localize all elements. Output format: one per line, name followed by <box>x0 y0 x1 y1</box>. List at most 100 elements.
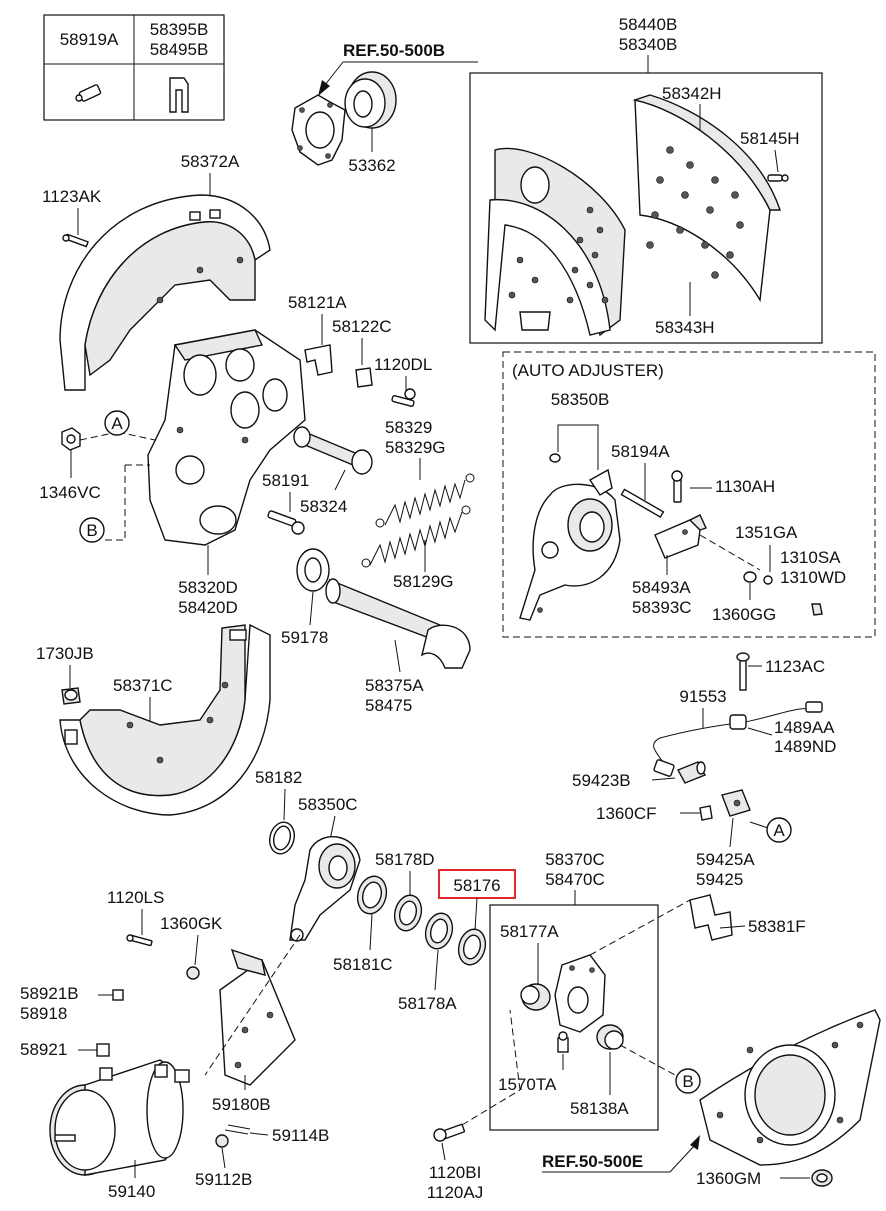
callout-b-upper <box>79 517 105 543</box>
table-col1-label: 58919A <box>60 30 119 49</box>
label-58194A: 58194A <box>611 442 670 461</box>
dust-shield-upper-part <box>59 194 271 391</box>
sleeve-59423B-part <box>677 761 706 784</box>
label-58493A: 58493A <box>632 578 691 597</box>
bolt-1120BI-part <box>433 1123 466 1142</box>
ref-bottom-label: REF.50-500E <box>542 1152 643 1171</box>
label-58440B: 58440B <box>619 15 678 34</box>
nut-59112B-part <box>215 1134 229 1148</box>
label-59112B: 59112B <box>195 1170 252 1189</box>
grommet-1730JB-part <box>61 687 81 705</box>
label-58921B: 58921B <box>20 984 79 1003</box>
table-col2-label-2: 58495B <box>150 40 209 59</box>
auto-adjuster-title: (AUTO ADJUSTER) <box>512 361 664 380</box>
label-1570TA: 1570TA <box>498 1075 557 1094</box>
bushing-58138A-part <box>596 1024 624 1050</box>
clip-icon <box>169 77 189 113</box>
label-1123AK: 1123AK <box>42 187 102 206</box>
brake-lining-part <box>632 94 781 303</box>
washer-1360GM-part <box>811 1169 833 1187</box>
bracket-59180B-part <box>219 948 296 1086</box>
label-58381F: 58381F <box>748 917 806 936</box>
label-58145H: 58145H <box>740 129 800 148</box>
label-58342H: 58342H <box>662 84 722 103</box>
seal-58181C-part <box>356 875 388 915</box>
block-59425A-part <box>721 789 751 817</box>
ref-top-label: REF.50-500B <box>343 41 445 60</box>
callout-a-lower-label: A <box>773 821 785 840</box>
brake-shoe-box <box>469 72 823 344</box>
nut-1360CF-part <box>699 805 713 821</box>
label-58181C: 58181C <box>333 955 393 974</box>
bushing-58177A-part <box>520 983 551 1011</box>
label-58393C: 58393C <box>632 598 692 617</box>
bolt-58191-part <box>267 510 305 535</box>
label-1489AA: 1489AA <box>774 718 835 737</box>
label-1120AJ: 1120AJ <box>427 1183 483 1202</box>
label-58370C: 58370C <box>545 850 605 869</box>
callout-b-upper-label: B <box>86 521 97 540</box>
label-58375A: 58375A <box>365 676 424 695</box>
label-58475: 58475 <box>365 696 412 715</box>
brake-spider-part <box>147 329 306 546</box>
part-table: 58919A 58395B 58495B <box>43 14 225 121</box>
label-59180B: 59180B <box>212 1095 271 1114</box>
nut-1360GK-part <box>186 966 200 980</box>
label-1310WD: 1310WD <box>780 568 846 587</box>
bearing-part <box>344 71 397 129</box>
ref-bottom-arrow <box>690 1135 700 1150</box>
brake-shoe-part <box>484 147 626 337</box>
bolt-1123AK-part <box>62 233 89 248</box>
dust-shield-lower-part <box>59 623 271 816</box>
label-58177A: 58177A <box>500 922 559 941</box>
label-1360GM: 1360GM <box>696 1169 761 1188</box>
label-58121A: 58121A <box>288 293 347 312</box>
plug-58350B-part <box>549 453 561 463</box>
spring-58129G-part <box>361 505 471 568</box>
label-1120BI: 1120BI <box>429 1163 482 1182</box>
ref-top: REF.50-500B <box>318 41 478 96</box>
callout-a-upper <box>104 410 130 436</box>
pin-59114B-part <box>224 1124 251 1135</box>
ref-top-arrow <box>318 80 330 96</box>
fitting-58921-part <box>96 1043 110 1057</box>
label-58470C: 58470C <box>545 870 605 889</box>
callout-b-lower <box>675 1068 701 1094</box>
label-58350C: 58350C <box>298 795 358 814</box>
bolt-1130AH-part <box>671 470 683 503</box>
label-1120DL: 1120DL <box>374 355 432 374</box>
bracket-58370C-part <box>554 954 606 1033</box>
callout-b-lower-label: B <box>682 1072 693 1091</box>
snap-ring-58182-part <box>268 821 296 855</box>
slack-adjuster-part <box>289 836 361 942</box>
label-58176-highlighted: 58176 <box>453 876 500 895</box>
seal-58176-part <box>457 928 487 966</box>
label-1360GG: 1360GG <box>712 605 776 624</box>
label-59425: 59425 <box>696 870 743 889</box>
bolt-1120LS-part <box>126 934 153 947</box>
label-1346VC: 1346VC <box>39 483 100 502</box>
label-58329: 58329 <box>385 418 432 437</box>
callout-a-upper-label: A <box>111 414 123 433</box>
label-1360GK: 1360GK <box>160 914 223 933</box>
grease-nipple-icon <box>75 84 102 102</box>
label-58343H: 58343H <box>655 318 715 337</box>
rivet-part <box>767 174 789 182</box>
label-1130AH: 1130AH <box>715 477 775 496</box>
label-58420D: 58420D <box>178 598 238 617</box>
washer-59178-part <box>296 548 330 592</box>
abs-sensor-part <box>653 701 823 777</box>
rod-58194A-part <box>620 488 665 519</box>
anchor-pin-part <box>293 426 373 475</box>
label-58340B: 58340B <box>619 35 678 54</box>
label-59140: 59140 <box>108 1182 155 1201</box>
label-1489ND: 1489ND <box>774 737 836 756</box>
label-1123AC: 1123AC <box>765 657 825 676</box>
label-58918: 58918 <box>20 1004 67 1023</box>
label-58324: 58324 <box>300 497 347 516</box>
bolt-1123AC-part <box>736 652 750 691</box>
hub-flange-part <box>291 94 346 166</box>
label-1310SA: 1310SA <box>780 548 841 567</box>
label-58329G: 58329G <box>385 438 446 457</box>
